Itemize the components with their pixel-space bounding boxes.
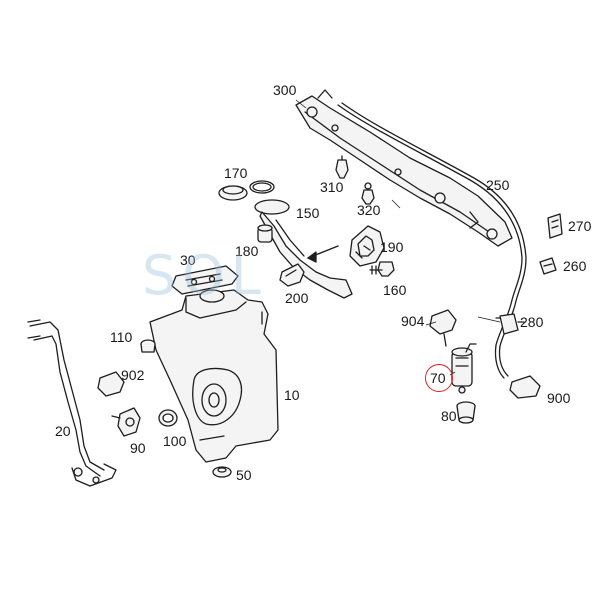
callout-80: 80 [441, 408, 457, 424]
callout-250: 250 [486, 177, 510, 193]
bracket-190 [349, 225, 385, 267]
grommet-50 [212, 466, 232, 478]
washer-hose-upper [337, 102, 527, 379]
callout-20: 20 [55, 423, 71, 439]
callout-900: 900 [547, 390, 571, 406]
seal-100 [158, 409, 178, 427]
connector-260 [539, 257, 557, 275]
check-valve-280 [495, 313, 525, 335]
hose-clip-310 [335, 155, 349, 179]
clip-200 [279, 263, 305, 287]
callout-180: 180 [235, 243, 259, 259]
hose-clip-320 [361, 182, 375, 205]
drain-plug-110 [140, 339, 156, 353]
level-sensor-904 [429, 309, 457, 347]
pump-90 [111, 407, 141, 437]
callout-200: 200 [285, 290, 309, 306]
callout-310: 310 [320, 179, 344, 195]
callout-100: 100 [163, 433, 187, 449]
washer-reservoir-10 [149, 289, 279, 463]
hose-assembly-20 [27, 319, 117, 487]
highlight-ring-70 [425, 364, 453, 392]
callout-50: 50 [236, 467, 252, 483]
callout-190: 190 [380, 239, 404, 255]
washer-pump-70 [451, 343, 477, 394]
connector-270 [547, 213, 563, 239]
screw-160 [369, 261, 395, 277]
filler-neck-150 [254, 199, 353, 299]
callout-320: 320 [357, 202, 381, 218]
callout-300: 300 [273, 82, 297, 98]
pump-grommet-80 [456, 401, 476, 424]
callout-150: 150 [296, 205, 320, 221]
callout-10: 10 [284, 387, 300, 403]
callout-260: 260 [563, 258, 587, 274]
callout-110: 110 [110, 329, 133, 345]
callout-280: 280 [520, 314, 544, 330]
watermark: SOL [142, 244, 267, 307]
callout-30: 30 [180, 252, 196, 268]
callout-270: 270 [568, 218, 592, 234]
connector-902 [97, 371, 125, 397]
cowl-linkage-bar [295, 89, 513, 247]
callout-904: 904 [401, 313, 425, 329]
callout-90: 90 [130, 440, 146, 456]
reservoir-cover-30 [171, 265, 239, 295]
filler-cap-170 [218, 180, 275, 201]
connector-900 [509, 375, 541, 399]
leader-lines [295, 99, 501, 376]
callout-170: 170 [224, 165, 248, 181]
callout-160: 160 [383, 282, 407, 298]
callout-902: 902 [121, 367, 145, 383]
grommet-180 [257, 224, 273, 243]
callout-70: 70 [430, 370, 446, 386]
